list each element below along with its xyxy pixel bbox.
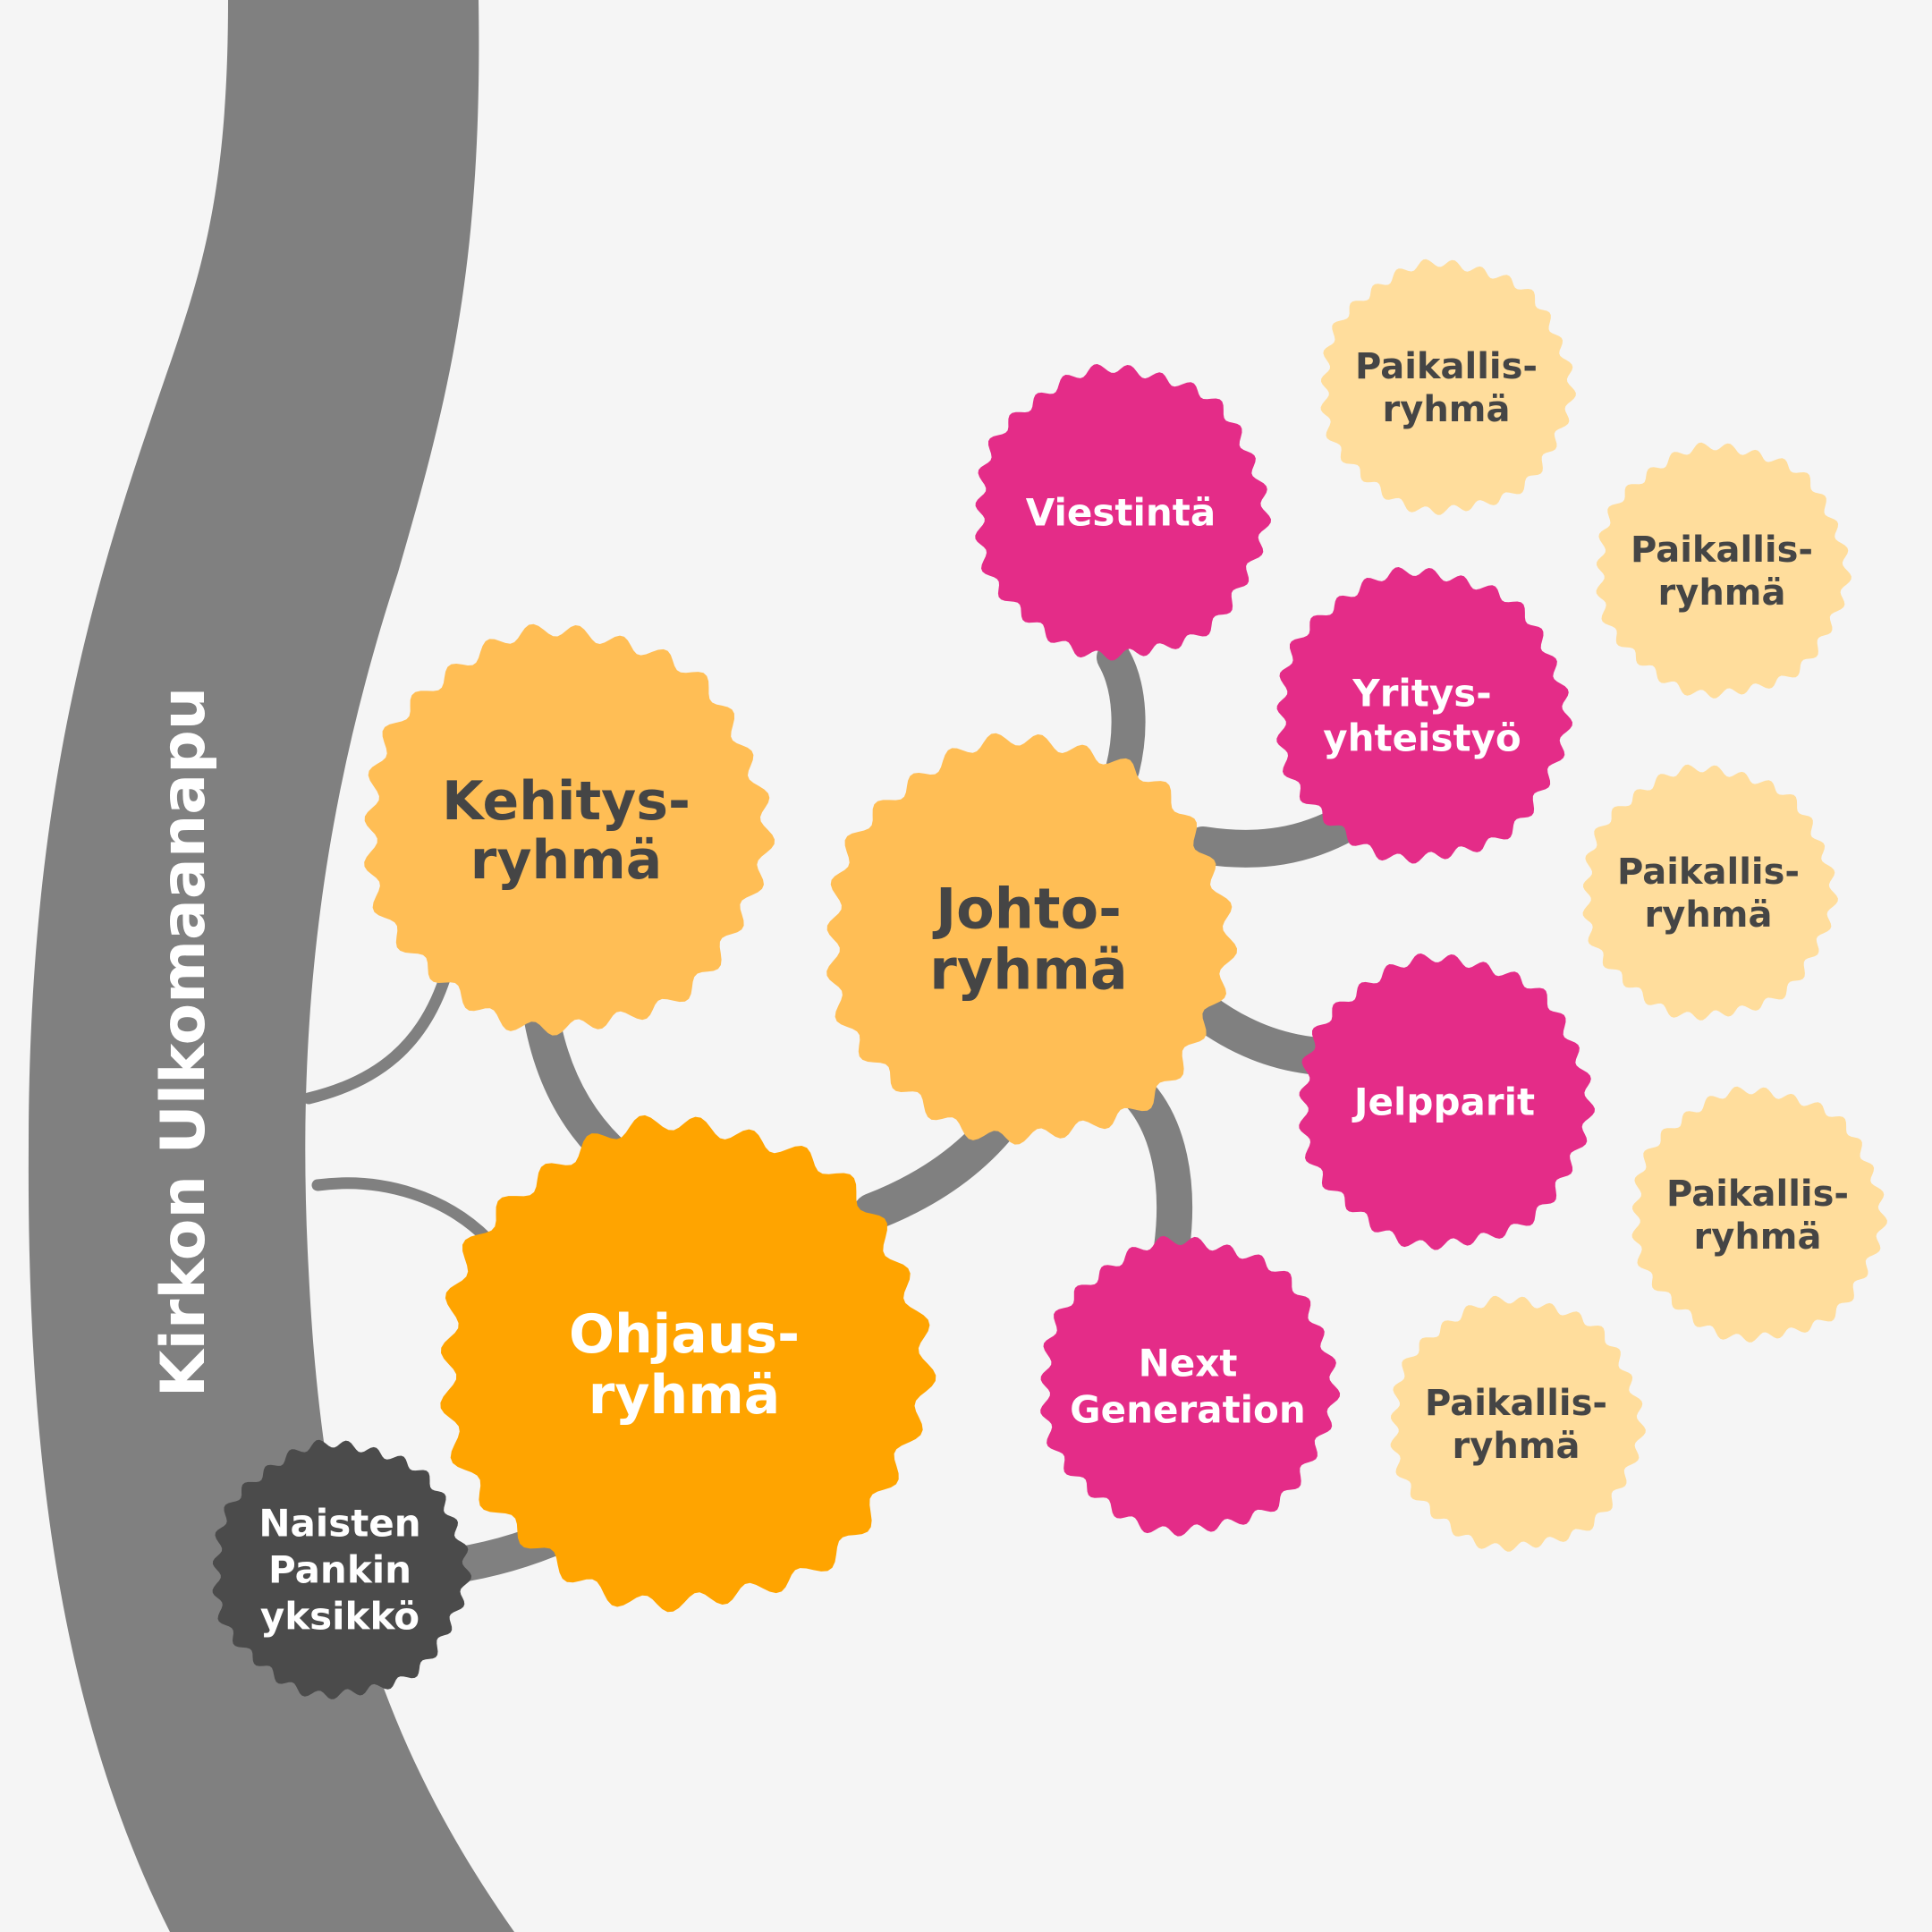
node-johto: Johto-ryhmä — [826, 733, 1237, 1145]
trunk-band — [28, 0, 515, 1932]
node-nextgen-label-line: Generation — [1070, 1388, 1306, 1432]
node-viestinta-bubble — [975, 364, 1271, 661]
node-paikallis2-bubble — [1596, 442, 1852, 699]
node-kehitys-label-line: Kehitys- — [442, 770, 691, 833]
node-nextgen-bubble — [1040, 1235, 1341, 1537]
node-johto-label-line: Johto- — [932, 877, 1122, 942]
node-paikallis3-label-line: Paikallis- — [1617, 852, 1800, 893]
node-paikallis4-bubble — [1631, 1086, 1887, 1343]
node-kehitys-bubble — [364, 623, 775, 1036]
node-paikallis4-label-line: ryhmä — [1694, 1216, 1822, 1258]
node-yritys-bubble — [1276, 567, 1572, 864]
node-paikallis1-label-line: ryhmä — [1383, 389, 1511, 430]
node-naisten-label-line: Pankin — [268, 1548, 411, 1592]
node-paikallis1-bubble — [1320, 258, 1576, 515]
connector-johto-viestinta — [1097, 640, 1146, 786]
node-jelpparit-bubble — [1299, 953, 1595, 1250]
node-jelpparit: Jelpparit — [1299, 953, 1595, 1250]
node-naisten-bubble — [212, 1439, 471, 1699]
node-paikallis2-label-line: Paikallis- — [1631, 530, 1813, 571]
node-paikallis1-label-line: Paikallis- — [1355, 346, 1538, 387]
node-ohjaus-label-line: Ohjaus- — [569, 1303, 800, 1366]
node-paikallis3-bubble — [1582, 764, 1838, 1021]
node-paikallis2-label-line: ryhmä — [1658, 572, 1786, 614]
node-johto-label-line: ryhmä — [929, 937, 1128, 1003]
node-johto-bubble — [826, 733, 1237, 1145]
node-naisten-label-line: yksikkö — [260, 1595, 419, 1639]
node-jelpparit-label-line: Jelpparit — [1352, 1080, 1535, 1124]
trunk-label: Kirkon Ulkomaanapu — [148, 687, 219, 1397]
node-yritys-label-line: Yritys- — [1352, 672, 1491, 716]
node-nextgen-label-line: Next — [1139, 1342, 1238, 1385]
node-paikallis2: Paikallis-ryhmä — [1596, 442, 1852, 699]
node-viestinta-label-line: Viestintä — [1026, 491, 1216, 535]
node-paikallis3-label-line: ryhmä — [1645, 894, 1773, 936]
node-paikallis5-label-line: ryhmä — [1453, 1426, 1580, 1467]
node-ohjaus: Ohjaus-ryhmä — [440, 1114, 936, 1613]
connector-trunk-kehitys — [302, 964, 453, 1105]
node-paikallis5-bubble — [1390, 1295, 1646, 1552]
connector-johto-jelpparit — [1184, 992, 1329, 1074]
node-ohjaus-bubble — [440, 1114, 936, 1613]
node-paikallis4-label-line: Paikallis- — [1666, 1174, 1849, 1215]
node-ohjaus-label-line: ryhmä — [589, 1364, 780, 1427]
node-paikallis3: Paikallis-ryhmä — [1582, 764, 1838, 1021]
node-kehitys-label-line: ryhmä — [470, 829, 662, 892]
node-naisten-label-line: Naisten — [258, 1502, 420, 1546]
connector-johto-nextgen — [1123, 1078, 1193, 1266]
node-yritys: Yritys-yhteistyö — [1276, 567, 1572, 864]
node-paikallis5-label-line: Paikallis- — [1425, 1383, 1607, 1424]
bubbles: Kehitys-ryhmäJohto-ryhmäOhjaus-ryhmäNais… — [212, 258, 1887, 1699]
node-paikallis4: Paikallis-ryhmä — [1631, 1086, 1887, 1343]
node-kehitys: Kehitys-ryhmä — [364, 623, 775, 1036]
node-paikallis1: Paikallis-ryhmä — [1320, 258, 1576, 515]
node-paikallis5: Paikallis-ryhmä — [1390, 1295, 1646, 1552]
node-viestinta: Viestintä — [975, 364, 1271, 661]
node-yritys-label-line: yhteistyö — [1323, 716, 1521, 760]
connector-johto-yritys — [1184, 804, 1365, 868]
connector-trunk-ohjaus — [311, 1177, 494, 1245]
